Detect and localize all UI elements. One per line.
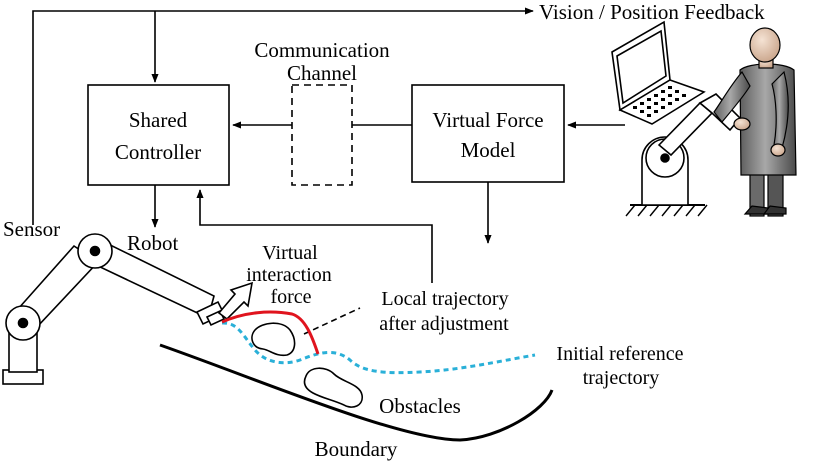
local-trajectory-label-2: after adjustment xyxy=(379,313,509,335)
local-adjusted-trajectory xyxy=(221,310,320,355)
boundary-label: Boundary xyxy=(315,437,398,461)
obstacle-2 xyxy=(303,367,363,408)
virtual-label-3: force xyxy=(270,286,311,308)
virtual-force-model-box xyxy=(411,84,565,183)
initial-reference-label-1: Initial reference xyxy=(556,343,683,365)
shared-controller-label-1: Shared xyxy=(129,108,188,132)
sensor-label: Sensor xyxy=(3,217,60,241)
communication-label-2: Channel xyxy=(287,61,357,85)
laptop-icon xyxy=(611,20,706,125)
vision-feedback-loop xyxy=(32,7,534,225)
shared-controller-label-2: Controller xyxy=(115,140,201,164)
initial-reference-label-2: trajectory xyxy=(583,367,660,389)
boundary-curve xyxy=(159,343,554,442)
vision-feedback-label: Vision / Position Feedback xyxy=(539,0,765,24)
virtual-label-2: interaction xyxy=(246,264,332,286)
virtual-label-1: Virtual xyxy=(262,242,318,264)
virtual-force-arrow-icon xyxy=(217,281,254,321)
local-trajectory-label-1: Local trajectory xyxy=(381,288,508,310)
virtual-force-label-1: Virtual Force xyxy=(432,108,543,132)
operator-icon xyxy=(713,27,797,217)
obstacle-1 xyxy=(251,322,296,357)
local-trajectory-leader xyxy=(303,307,361,335)
robot-arm-icon xyxy=(2,233,226,385)
communication-channel-box xyxy=(291,84,353,186)
communication-label-1: Communication xyxy=(254,38,390,62)
signal-arrows xyxy=(151,121,625,283)
virtual-force-label-2: Model xyxy=(461,138,516,162)
robot-label: Robot xyxy=(127,231,179,255)
obstacles-label: Obstacles xyxy=(379,394,461,418)
haptic-device-icon xyxy=(625,93,742,217)
shared-controller-box xyxy=(87,84,230,186)
